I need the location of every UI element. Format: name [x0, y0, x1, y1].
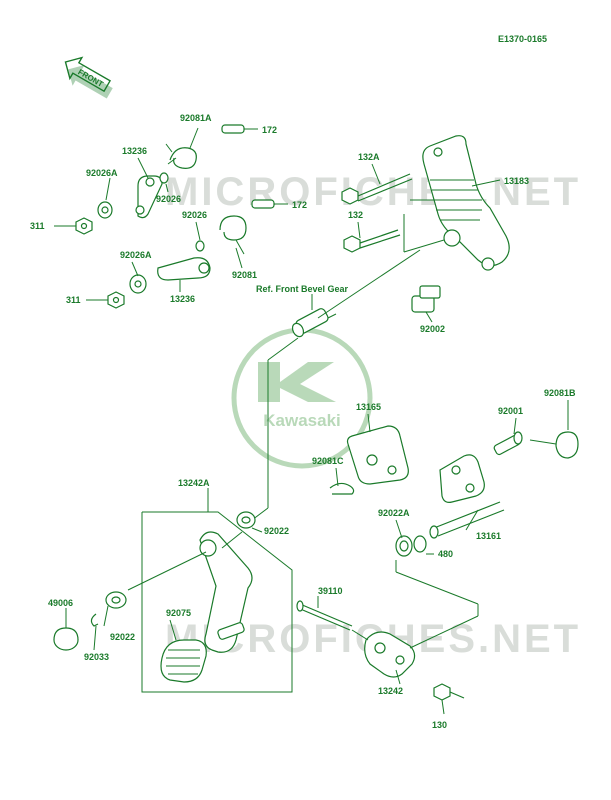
bracket-assembly [341, 135, 510, 323]
ref-note: Ref. Front Bevel Gear [256, 284, 349, 294]
shaft-coupling [291, 308, 337, 338]
label-92081B: 92081B [544, 388, 576, 398]
label-92001: 92001 [498, 406, 523, 416]
shift-shaft-assembly [329, 400, 579, 605]
label-92026-top: 92026 [156, 194, 181, 204]
label-92081: 92081 [232, 270, 257, 280]
label-92026A-top: 92026A [86, 168, 118, 178]
label-311-bottom: 311 [66, 295, 81, 305]
diagram-code: E1370-0165 [498, 34, 547, 44]
label-311-top: 311 [30, 221, 45, 231]
label-92081C: 92081C [312, 456, 344, 466]
label-13161: 13161 [476, 531, 501, 541]
upper-link-assembly [54, 124, 288, 309]
front-arrow-icon: FRONT [64, 56, 113, 99]
label-13236-bottom: 13236 [170, 294, 195, 304]
label-92075: 92075 [166, 608, 191, 618]
label-13242: 13242 [378, 686, 403, 696]
label-13165: 13165 [356, 402, 381, 412]
logo-text: Kawasaki [263, 411, 341, 430]
part-labels: 92081A 172 13236 92026A 92026 311 92026 … [30, 113, 576, 730]
label-49006: 49006 [48, 598, 73, 608]
watermark-top: MICROFICHES.NET [165, 170, 581, 214]
label-92002: 92002 [420, 324, 445, 334]
label-172-mid: 172 [292, 200, 307, 210]
label-130: 130 [432, 720, 447, 730]
label-92026-mid: 92026 [182, 210, 207, 220]
label-92022-bottom: 92022 [110, 632, 135, 642]
label-132A: 132A [358, 152, 380, 162]
label-92022A: 92022A [378, 508, 410, 518]
label-92033: 92033 [84, 652, 109, 662]
label-39110: 39110 [318, 586, 343, 596]
label-13242A: 13242A [178, 478, 210, 488]
label-172-top: 172 [262, 125, 277, 135]
label-480: 480 [438, 549, 453, 559]
label-92026A-mid: 92026A [120, 250, 152, 260]
label-92081A: 92081A [180, 113, 212, 123]
label-13183: 13183 [504, 176, 529, 186]
label-132: 132 [348, 210, 363, 220]
label-13236-top: 13236 [122, 146, 147, 156]
label-92022-mid: 92022 [264, 526, 289, 536]
pedal-assembly [53, 488, 479, 715]
